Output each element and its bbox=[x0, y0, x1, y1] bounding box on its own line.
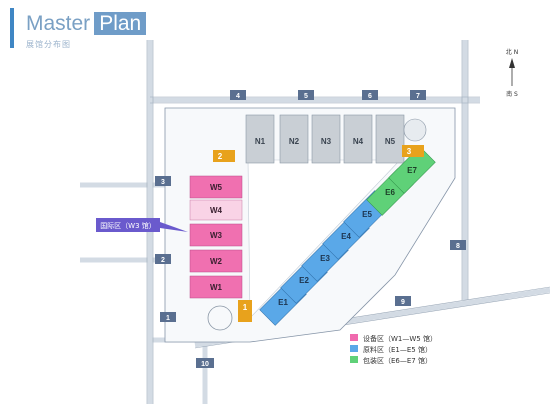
hall-W4-label: W4 bbox=[210, 206, 223, 215]
roundabout bbox=[207, 305, 233, 331]
gate-4[interactable] bbox=[230, 90, 246, 100]
hall-W2-label: W2 bbox=[210, 257, 223, 266]
gate-4-label: 4 bbox=[236, 93, 240, 100]
hall-W3[interactable] bbox=[189, 223, 243, 247]
dome-building bbox=[403, 118, 427, 142]
compass-south: 南 S bbox=[506, 90, 518, 98]
entrance-2[interactable] bbox=[213, 150, 235, 162]
gate-2[interactable] bbox=[155, 254, 171, 264]
legend-label-packaging: 包装区（E6—E7 馆） bbox=[363, 356, 432, 365]
hall-N5[interactable] bbox=[375, 114, 405, 164]
entrance-1[interactable] bbox=[238, 300, 252, 322]
hall-E4-label: E4 bbox=[341, 232, 351, 241]
entrance-3[interactable] bbox=[402, 145, 424, 157]
legend-label-equipment: 设备区（W1—W5 馆） bbox=[363, 334, 437, 343]
gate-6[interactable] bbox=[362, 90, 378, 100]
international-zone-callout: 国际区（W3 馆） bbox=[96, 218, 188, 232]
gate-1[interactable] bbox=[160, 312, 176, 322]
callout-box bbox=[96, 218, 160, 232]
compass-north: 北 N bbox=[506, 48, 518, 56]
legend-swatch-packaging bbox=[350, 356, 358, 363]
legend-swatch-material bbox=[350, 345, 358, 352]
north-halls: N1 N2 N3 N4 N5 bbox=[245, 114, 427, 164]
hall-N4[interactable] bbox=[343, 114, 373, 164]
compass-north-arrow-icon bbox=[509, 58, 515, 68]
gate-8-label: 8 bbox=[456, 243, 460, 250]
legend-swatch-equipment bbox=[350, 334, 358, 341]
hall-N2-label: N2 bbox=[289, 137, 300, 146]
hall-N1-label: N1 bbox=[255, 137, 266, 146]
hall-N3-label: N3 bbox=[321, 137, 332, 146]
hall-W4[interactable] bbox=[189, 199, 243, 221]
hall-E5-label: E5 bbox=[362, 210, 372, 219]
callout-arrow-icon bbox=[160, 222, 188, 232]
hall-W1[interactable] bbox=[189, 275, 243, 299]
legend-label-material: 原料区（E1—E5 馆） bbox=[363, 345, 432, 354]
gate-5[interactable] bbox=[298, 90, 314, 100]
gate-1-label: 1 bbox=[166, 315, 170, 322]
hall-E7[interactable]: E7 bbox=[388, 146, 436, 194]
gate-9[interactable] bbox=[395, 296, 411, 306]
title-word-plan: Plan bbox=[94, 12, 147, 35]
hall-N3[interactable] bbox=[311, 114, 341, 164]
gate-7[interactable] bbox=[410, 90, 426, 100]
gate-5-label: 5 bbox=[304, 93, 308, 100]
gate-10-label: 10 bbox=[201, 361, 209, 368]
gate-6-label: 6 bbox=[368, 93, 372, 100]
hall-E2-label: E2 bbox=[299, 276, 309, 285]
entrance-1-label: 1 bbox=[243, 303, 248, 312]
hall-N2[interactable] bbox=[279, 114, 309, 164]
hall-E7-label: E7 bbox=[407, 166, 417, 175]
compass: 北 N 南 S bbox=[506, 48, 518, 98]
gate-3-label: 3 bbox=[161, 179, 165, 186]
hall-E6-label: E6 bbox=[385, 188, 395, 197]
east-halls: E1 E2 E3 E4 E5 E6 E7 bbox=[259, 146, 436, 326]
hall-N1[interactable] bbox=[245, 114, 275, 164]
hall-W3-label: W3 bbox=[210, 231, 223, 240]
hall-W5[interactable] bbox=[189, 175, 243, 199]
gate-2-label: 2 bbox=[161, 257, 165, 264]
entrance-2-label: 2 bbox=[218, 152, 223, 161]
entrance-markers: 2 3 1 bbox=[213, 145, 424, 322]
gate-8[interactable] bbox=[450, 240, 466, 250]
hall-N5-label: N5 bbox=[385, 137, 396, 146]
west-halls: W5 W4 W3 W2 W1 bbox=[189, 175, 243, 299]
gate-7-label: 7 bbox=[416, 93, 420, 100]
title-word-master: Master bbox=[26, 12, 91, 35]
gate-markers: 4 5 6 7 3 2 1 8 9 10 bbox=[155, 90, 466, 368]
gate-10[interactable] bbox=[196, 358, 214, 368]
legend: 设备区（W1—W5 馆） 原料区（E1—E5 馆） 包装区（E6—E7 馆） bbox=[350, 334, 437, 365]
hall-E3-label: E3 bbox=[320, 254, 330, 263]
hall-W1-label: W1 bbox=[210, 283, 223, 292]
hall-W2[interactable] bbox=[189, 249, 243, 273]
gate-3[interactable] bbox=[155, 176, 171, 186]
title-accent-bar bbox=[10, 8, 14, 48]
hall-W5-label: W5 bbox=[210, 183, 223, 192]
hall-E1-label: E1 bbox=[278, 298, 288, 307]
hall-N4-label: N4 bbox=[353, 137, 364, 146]
page-subtitle: 展馆分布图 bbox=[26, 40, 71, 49]
callout-text: 国际区（W3 馆） bbox=[100, 221, 156, 230]
entrance-3-label: 3 bbox=[407, 147, 412, 156]
gate-9-label: 9 bbox=[401, 299, 405, 306]
